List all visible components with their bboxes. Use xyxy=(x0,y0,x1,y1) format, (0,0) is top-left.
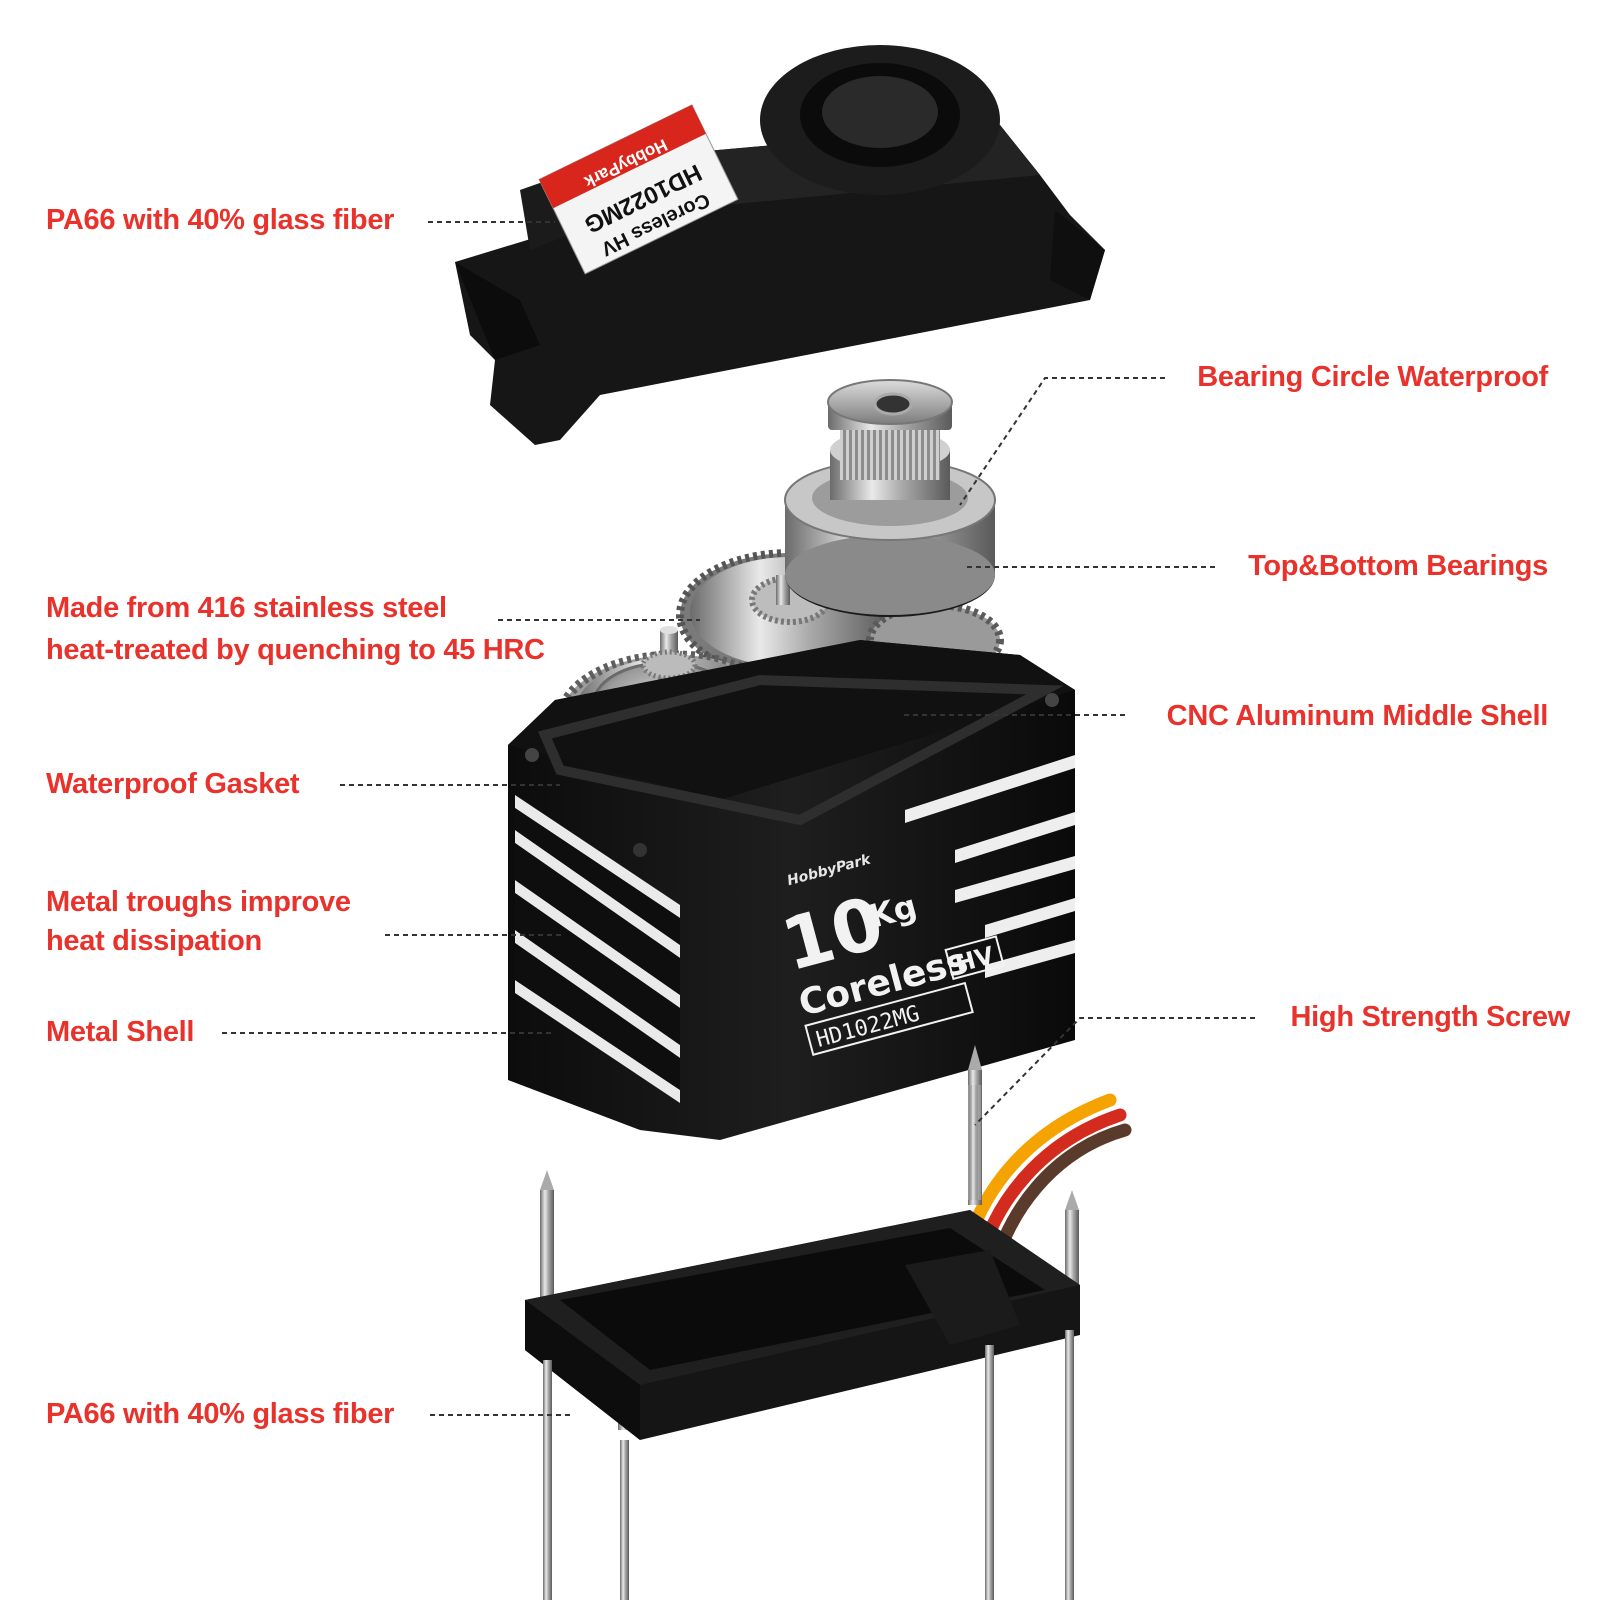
callout-bottom-cover: PA66 with 40% glass fiber xyxy=(46,1398,395,1430)
callout-steel-line2: heat-treated by quenching to 45 HRC xyxy=(46,634,545,666)
leader-lines xyxy=(222,221,1255,1416)
shell-engraving: HobbyPark 10 Kg Coreless HV HD1022MG xyxy=(773,851,1005,1056)
output-shaft-bearings xyxy=(784,379,996,617)
callout-screw: High Strength Screw xyxy=(1290,1001,1571,1033)
bottom-cover xyxy=(525,1210,1080,1440)
wire-grommet xyxy=(905,1250,1020,1345)
waterproof-gasket xyxy=(538,674,1064,826)
callout-gasket: Waterproof Gasket xyxy=(46,768,300,800)
stand-rods xyxy=(543,1330,1074,1600)
top-cover: HobbyPark HD1022MG Coreless HV xyxy=(455,45,1105,445)
heat-fins-right xyxy=(905,755,1075,978)
callout-bearings: Top&Bottom Bearings xyxy=(1248,550,1548,582)
heat-fins-left xyxy=(515,795,680,1103)
screw-left xyxy=(540,1170,554,1310)
callout-troughs-line2: heat dissipation xyxy=(46,925,262,957)
screw-right xyxy=(968,1045,982,1205)
callout-top-cover: PA66 with 40% glass fiber xyxy=(46,204,395,236)
callout-steel-line1: Made from 416 stainless steel xyxy=(46,592,447,624)
middle-shell: HobbyPark 10 Kg Coreless HV HD1022MG xyxy=(508,640,1075,1140)
callout-middle-shell: CNC Aluminum Middle Shell xyxy=(1166,700,1549,732)
callout-bearing-waterproof: Bearing Circle Waterproof xyxy=(1197,361,1548,393)
callout-metal-shell: Metal Shell xyxy=(46,1016,195,1048)
callout-troughs-line1: Metal troughs improve xyxy=(46,886,351,918)
